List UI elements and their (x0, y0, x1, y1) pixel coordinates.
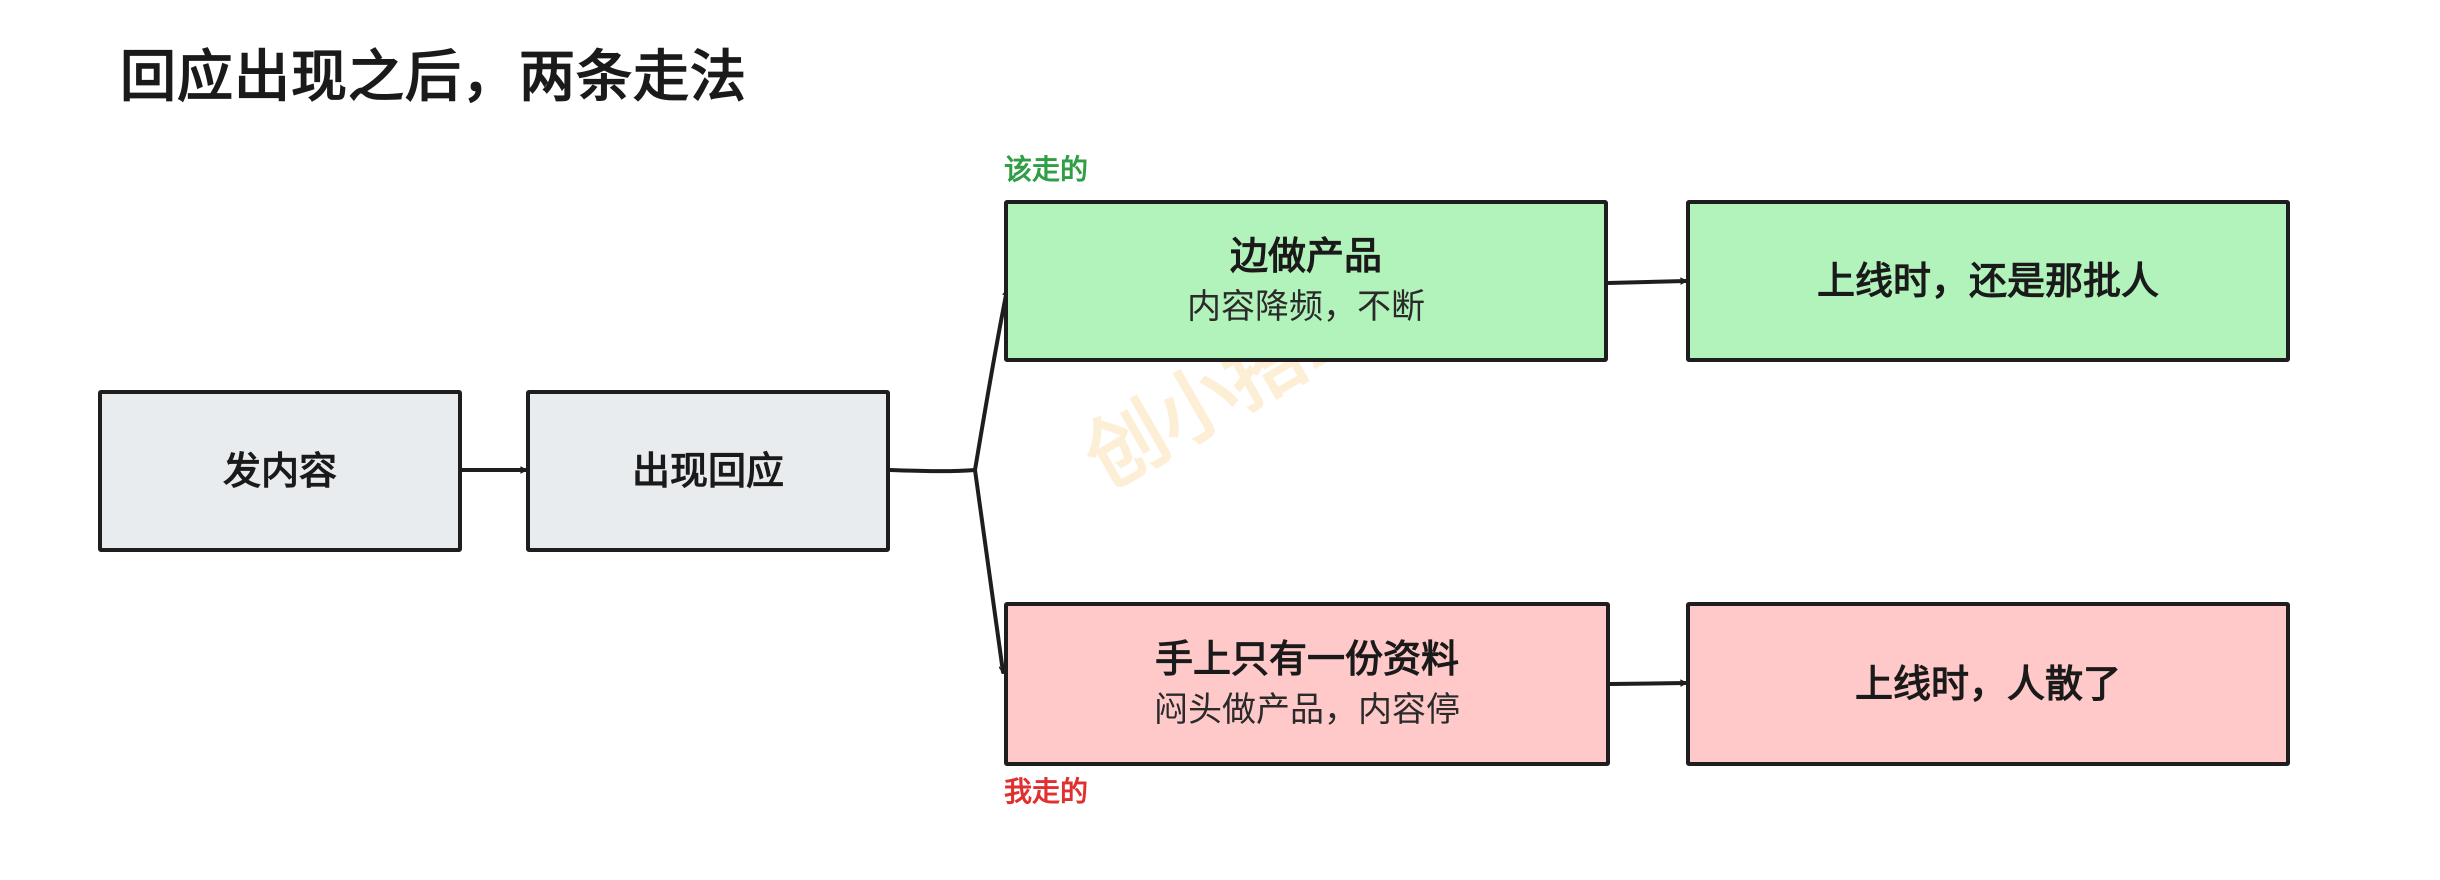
node-post-title: 发内容 (222, 449, 337, 493)
node-post: 发内容 (98, 390, 462, 552)
node-good-outcome-title: 上线时，还是那批人 (1816, 259, 2159, 303)
node-bad-path: 手上只有一份资料 闷头做产品，内容停 (1004, 602, 1610, 766)
node-response: 出现回应 (526, 390, 890, 552)
arrow-branch-to-good (973, 288, 1007, 472)
connector-response-to-branch (888, 468, 977, 474)
node-good-path-subtitle: 内容降频，不断 (1187, 287, 1425, 327)
node-bad-outcome-title: 上线时，人散了 (1854, 662, 2121, 706)
arrow-branch-to-bad (973, 468, 1003, 674)
label-should: 该走的 (1004, 153, 1089, 186)
node-good-path: 边做产品 内容降频，不断 (1004, 200, 1608, 362)
node-bad-path-subtitle: 闷头做产品，内容停 (1154, 690, 1460, 730)
node-response-title: 出现回应 (631, 449, 784, 493)
arrow-good-to-outcome (1606, 281, 1688, 285)
node-bad-outcome: 上线时，人散了 (1686, 602, 2290, 766)
arrow-bad-to-outcome (1608, 683, 1688, 684)
node-bad-path-title: 手上只有一份资料 (1154, 637, 1459, 681)
node-good-outcome: 上线时，还是那批人 (1686, 200, 2290, 362)
node-good-path-title: 边做产品 (1229, 234, 1382, 278)
label-mine: 我走的 (1004, 775, 1089, 808)
page-title: 回应出现之后，两条走法 (120, 45, 747, 110)
